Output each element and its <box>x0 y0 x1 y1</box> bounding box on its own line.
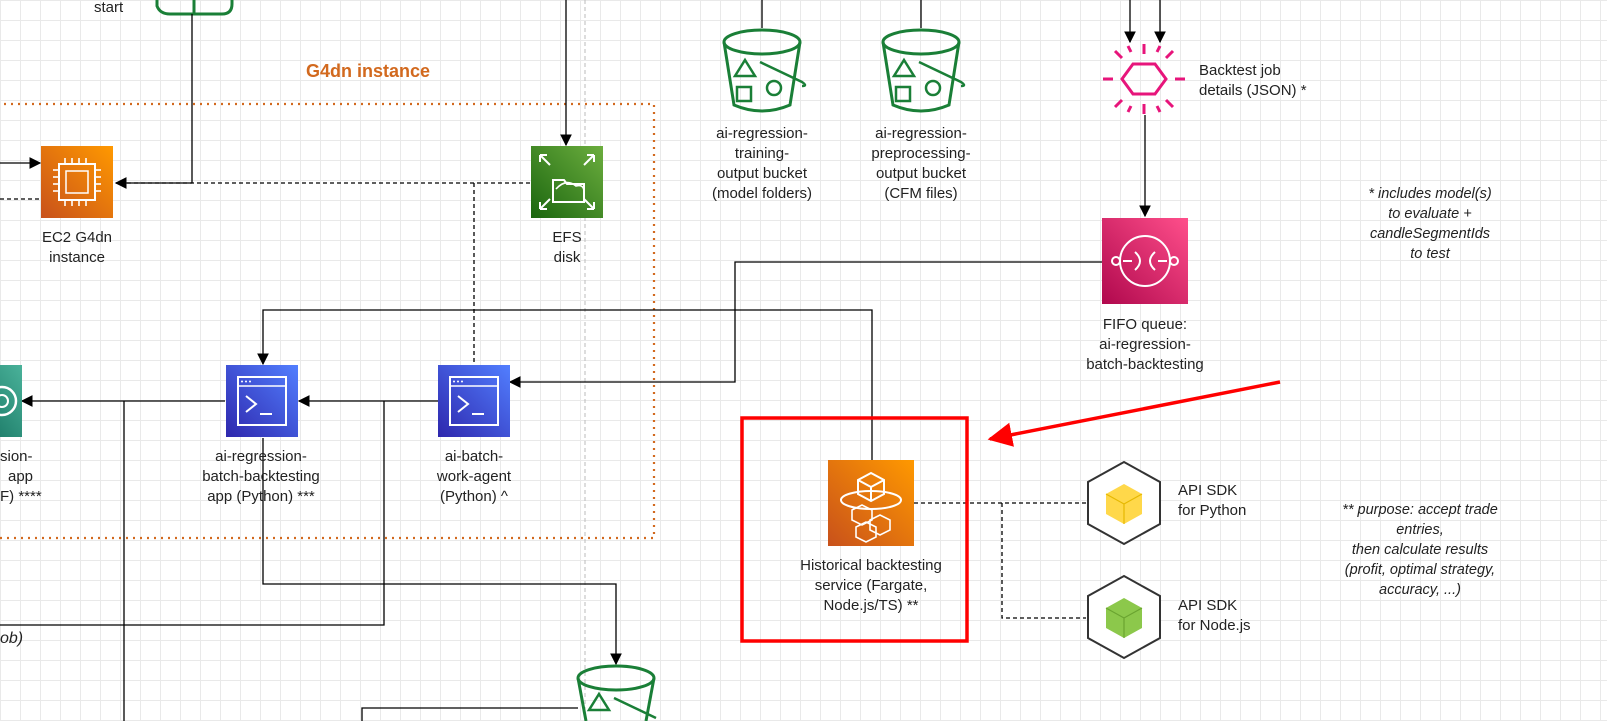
includes-note-line-3: candleSegmentIds <box>1369 226 1491 242</box>
python-sdk-label: API SDK for Python <box>1178 481 1246 521</box>
includes-note-line-1: * includes model(s) <box>1368 186 1492 202</box>
backtest-job-line-2: details (JSON) * <box>1199 82 1307 99</box>
batch-app-label: ai-regression- batch-backtesting app (Py… <box>186 447 336 507</box>
training-bucket-line-1: ai-regression- <box>716 125 808 142</box>
connector-agent-down <box>0 401 385 626</box>
purpose-note-line-4: (profit, optimal strategy, <box>1344 562 1496 578</box>
backtest-job-line-1: Backtest job <box>1199 62 1281 79</box>
purpose-note-line-1: ** purpose: accept trade <box>1342 502 1498 518</box>
efs-folder-icon[interactable] <box>531 146 603 218</box>
left-app-label: sion- app F) **** <box>0 447 42 507</box>
training-bucket-line-2: training- <box>734 145 790 162</box>
includes-note-line-2: to evaluate + <box>1388 206 1472 222</box>
fifo-queue-icon[interactable] <box>1102 218 1188 304</box>
connector-bottom-bucket <box>361 707 578 721</box>
connector-queue-agent <box>508 261 1102 388</box>
fargate-service-label: Historical backtesting service (Fargate,… <box>776 556 966 616</box>
efs-label-line-2: disk <box>553 249 581 266</box>
ec2-label-line-2: instance <box>49 249 105 266</box>
fargate-service-icon[interactable] <box>828 460 914 546</box>
purpose-note-line-3: then calculate results <box>1351 542 1489 558</box>
preprocessing-bucket-line-3: output bucket <box>875 165 967 182</box>
preprocessing-bucket-line-4: (CFM files) <box>884 185 958 202</box>
fargate-service-line-3: Node.js/TS) ** <box>823 597 919 614</box>
connector-fargate-sdk-node <box>1001 503 1086 619</box>
start-icon <box>155 0 234 16</box>
purpose-note-line-2: entries, <box>1396 522 1444 538</box>
work-agent-terminal-icon[interactable] <box>438 365 510 437</box>
includes-note-line-4: to test <box>1410 246 1450 262</box>
python-sdk-line-1: API SDK <box>1178 482 1238 499</box>
includes-note: * includes model(s) to evaluate + candle… <box>1340 184 1520 264</box>
batch-app-line-3: app (Python) *** <box>207 488 315 505</box>
work-agent-line-2: work-agent <box>436 468 512 485</box>
batch-app-line-1: ai-regression- <box>215 448 307 465</box>
fargate-service-line-2: service (Fargate, <box>814 577 928 594</box>
fifo-queue-line-1: FIFO queue: <box>1102 316 1188 333</box>
g4dn-group-border <box>0 102 656 540</box>
work-agent-label: ai-batch- work-agent (Python) ^ <box>419 447 529 507</box>
preprocessing-bucket-label: ai-regression- preprocessing- output buc… <box>851 124 991 204</box>
highlight-box <box>740 416 969 643</box>
ec2-label-line-1: EC2 G4dn <box>41 229 113 246</box>
fifo-queue-line-3: batch-backtesting <box>1086 356 1204 373</box>
left-app-line-3: F) **** <box>0 488 42 505</box>
fifo-queue-line-2: ai-regression- <box>1099 336 1191 353</box>
nodejs-sdk-cube-icon[interactable] <box>1087 574 1161 660</box>
python-sdk-cube-icon[interactable] <box>1087 460 1161 546</box>
training-bucket-line-4: (model folders) <box>711 185 813 202</box>
purpose-note: ** purpose: accept trade entries, then c… <box>1320 500 1520 600</box>
backtest-job-label: Backtest job details (JSON) * <box>1199 61 1307 101</box>
efs-label: EFS disk <box>527 228 607 268</box>
python-sdk-line-2: for Python <box>1178 502 1247 519</box>
nodejs-sdk-line-2: for Node.js <box>1178 617 1251 634</box>
preprocessing-bucket-line-1: ai-regression- <box>875 125 967 142</box>
efs-label-line-1: EFS <box>552 229 582 246</box>
fargate-service-line-1: Historical backtesting <box>800 557 942 574</box>
batch-app-line-2: batch-backtesting <box>202 468 320 485</box>
fifo-queue-label: FIFO queue: ai-regression- batch-backtes… <box>1065 315 1225 375</box>
work-agent-line-3: (Python) ^ <box>440 488 508 505</box>
bottom-bucket-icon[interactable] <box>576 664 657 721</box>
purpose-note-line-5: accuracy, ...) <box>1379 582 1461 598</box>
batch-app-terminal-icon[interactable] <box>226 365 298 437</box>
backtest-job-event-icon[interactable] <box>1103 44 1185 114</box>
training-bucket-label: ai-regression- training- output bucket (… <box>692 124 832 204</box>
training-bucket-line-3: output bucket <box>716 165 808 182</box>
highlight-arrow <box>987 380 1281 447</box>
work-agent-line-1: ai-batch- <box>444 448 504 465</box>
preprocessing-bucket-line-2: preprocessing- <box>871 145 971 162</box>
nodejs-sdk-label: API SDK for Node.js <box>1178 596 1251 636</box>
preprocessing-bucket-icon[interactable] <box>881 28 966 113</box>
left-app-gear-icon[interactable] <box>0 365 22 437</box>
ec2-label: EC2 G4dn instance <box>17 228 137 268</box>
nodejs-sdk-line-1: API SDK <box>1178 597 1238 614</box>
g4dn-group-title: G4dn instance <box>306 61 431 81</box>
ec2-chip-icon[interactable] <box>41 146 113 218</box>
start-label: start <box>94 0 124 16</box>
training-bucket-icon[interactable] <box>722 28 807 113</box>
connector-app-bucket <box>262 438 622 666</box>
connector-fargate-app <box>257 309 873 460</box>
ob-fragment-label: ob) <box>0 630 24 647</box>
left-app-line-1: sion- <box>0 448 33 465</box>
left-app-line-2: app <box>8 468 34 485</box>
